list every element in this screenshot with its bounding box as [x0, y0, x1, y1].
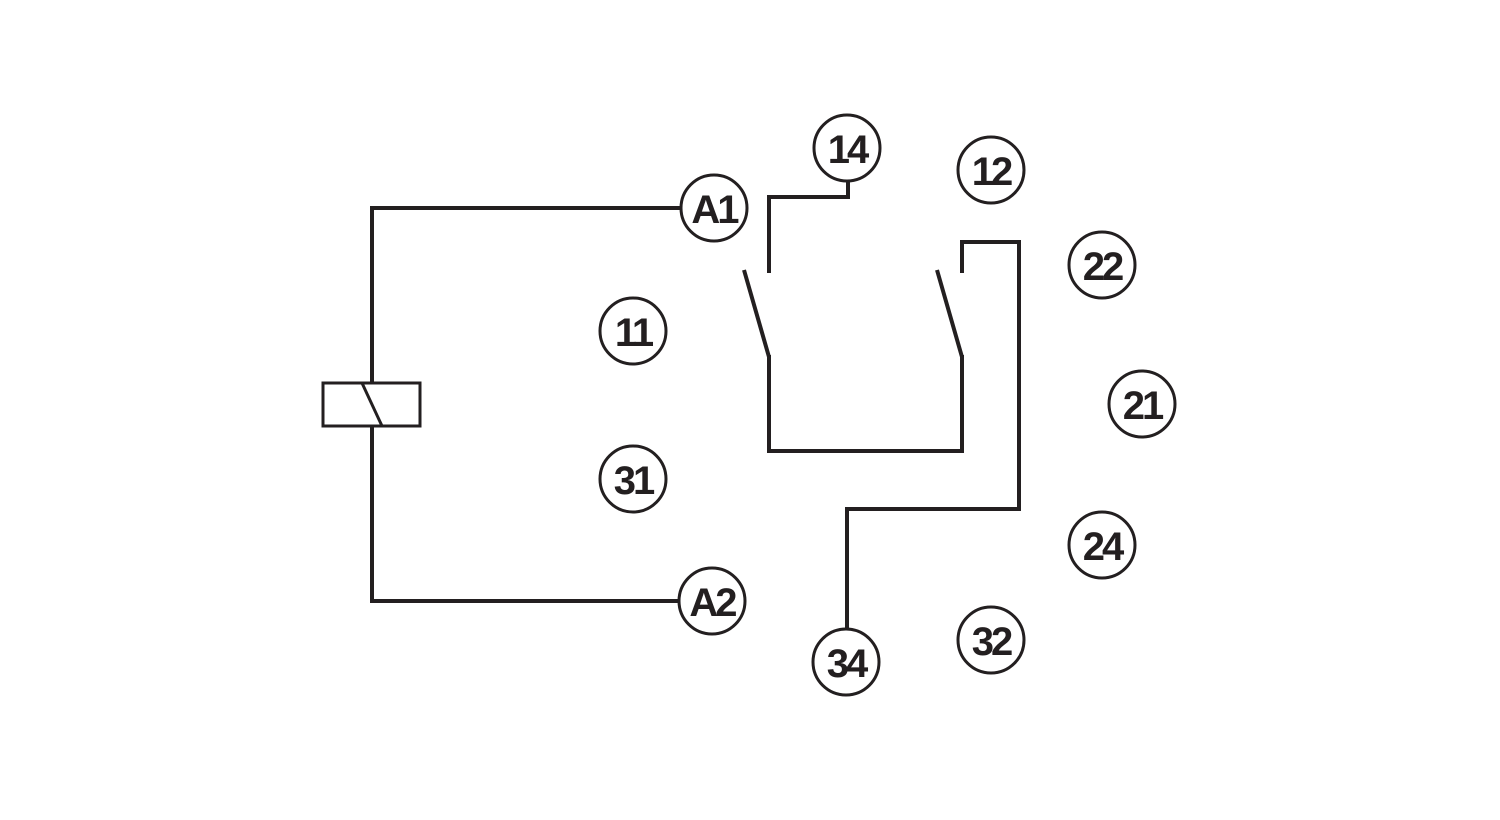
- terminal-21: 21: [1107, 369, 1177, 439]
- terminal-24-label: 24: [1083, 525, 1125, 569]
- terminal-22: 22: [1067, 230, 1137, 300]
- terminal-a2: A2: [677, 566, 747, 636]
- coil-circuit: [321, 206, 680, 603]
- terminal-14-label: 14: [828, 128, 870, 172]
- wire-contact-to-34: [845, 240, 1021, 628]
- terminal-34: 34: [811, 627, 881, 697]
- switch-blade-1: [742, 269, 771, 358]
- coil-diagonal: [360, 382, 384, 427]
- terminal-31-label: 31: [614, 459, 655, 503]
- terminal-12-label: 12: [972, 150, 1012, 194]
- terminal-11-label: 11: [615, 311, 654, 355]
- terminal-11: 11: [598, 296, 668, 366]
- terminal-22-label: 22: [1083, 245, 1123, 289]
- terminal-a1: A1: [679, 173, 749, 243]
- coil-wire-a1: [370, 206, 680, 383]
- terminal-24: 24: [1067, 510, 1137, 580]
- terminal-a1-label: A1: [691, 188, 739, 232]
- common-link-wire: [767, 355, 964, 453]
- terminal-12: 12: [956, 135, 1026, 205]
- terminal-21-label: 21: [1123, 384, 1164, 428]
- terminal-14: 14: [812, 113, 882, 183]
- terminal-32-label: 32: [972, 620, 1012, 664]
- coil-wire-a2: [370, 425, 678, 603]
- contact-set: [742, 182, 1021, 628]
- terminal-a2-label: A2: [689, 581, 736, 625]
- terminal-34-label: 34: [827, 642, 869, 686]
- terminal-32: 32: [956, 605, 1026, 675]
- wire-14-to-contact: [767, 182, 850, 273]
- switch-blade-2: [935, 269, 964, 358]
- terminal-31: 31: [598, 444, 668, 514]
